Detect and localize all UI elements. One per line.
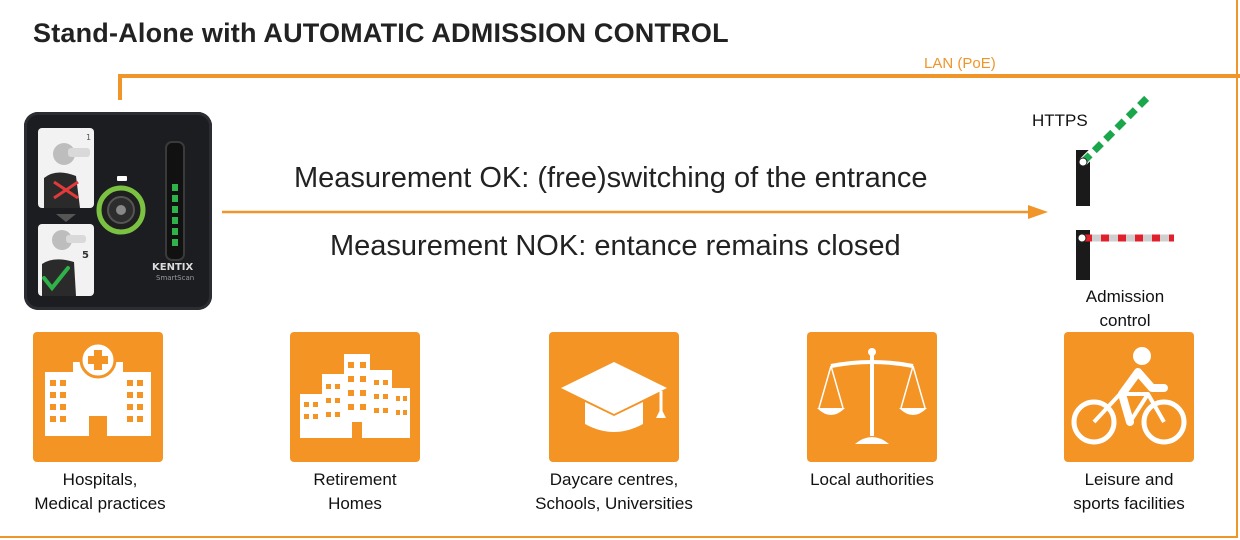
measurement-nok-text: Measurement NOK: entance remains closed: [330, 230, 901, 262]
device-brand: KENTIX: [152, 262, 193, 273]
device-model: SmartScan: [156, 274, 194, 282]
buildings-icon: [300, 354, 410, 438]
education-caption: Daycare centres, Schools, Universities: [514, 468, 714, 516]
admission-control-caption: Admission control: [1060, 285, 1190, 333]
hospital-caption: Hospitals, Medical practices: [0, 468, 200, 516]
https-label: HTTPS: [1032, 111, 1088, 130]
lan-cable: [118, 74, 1240, 78]
svg-text:5: 5: [82, 250, 89, 261]
admission-caption-line2: control: [1099, 311, 1151, 330]
authorities-caption: Local authorities: [772, 468, 972, 492]
education-caption-line2: Schools, Universities: [535, 494, 693, 513]
scales-icon: [817, 348, 927, 444]
education-caption-line1: Daycare centres,: [549, 470, 679, 489]
barrier-icon: [1076, 91, 1174, 280]
measurement-ok-text: Measurement OK: (free)switching of the e…: [294, 162, 928, 194]
leisure-caption: Leisure and sports facilities: [1029, 468, 1229, 516]
authorities-caption-line1: Local authorities: [810, 470, 934, 489]
retirement-caption-line2: Homes: [328, 494, 382, 513]
retirement-tile: [290, 332, 420, 462]
hospital-tile: [33, 332, 163, 462]
lan-label: LAN (PoE): [924, 55, 996, 72]
signal-arrow: [222, 205, 1048, 219]
hospital-caption-line1: Hospitals,: [62, 470, 138, 489]
retirement-caption-line1: Retirement: [313, 470, 397, 489]
admission-caption-line1: Admission: [1085, 287, 1165, 306]
breath-step-icon: 1: [38, 128, 94, 208]
hospital-icon: [45, 341, 151, 436]
authorities-tile: [807, 332, 937, 462]
lan-cable-drop: [118, 74, 122, 100]
leisure-caption-line1: Leisure and: [1084, 470, 1174, 489]
hospital-caption-line2: Medical practices: [34, 494, 166, 513]
graduation-cap-icon: [561, 362, 667, 432]
leisure-tile: [1064, 332, 1194, 462]
result-step-icon: 5: [38, 224, 94, 296]
alcohol-tester-device: 1 5 KENTIX SmartScan: [24, 112, 212, 310]
leisure-caption-line2: sports facilities: [1073, 494, 1185, 513]
svg-text:1: 1: [86, 133, 91, 142]
cyclist-icon: [1071, 347, 1187, 445]
page-title: Stand-Alone with AUTOMATIC ADMISSION CON…: [33, 18, 729, 48]
education-tile: [549, 332, 679, 462]
retirement-caption: Retirement Homes: [255, 468, 455, 516]
